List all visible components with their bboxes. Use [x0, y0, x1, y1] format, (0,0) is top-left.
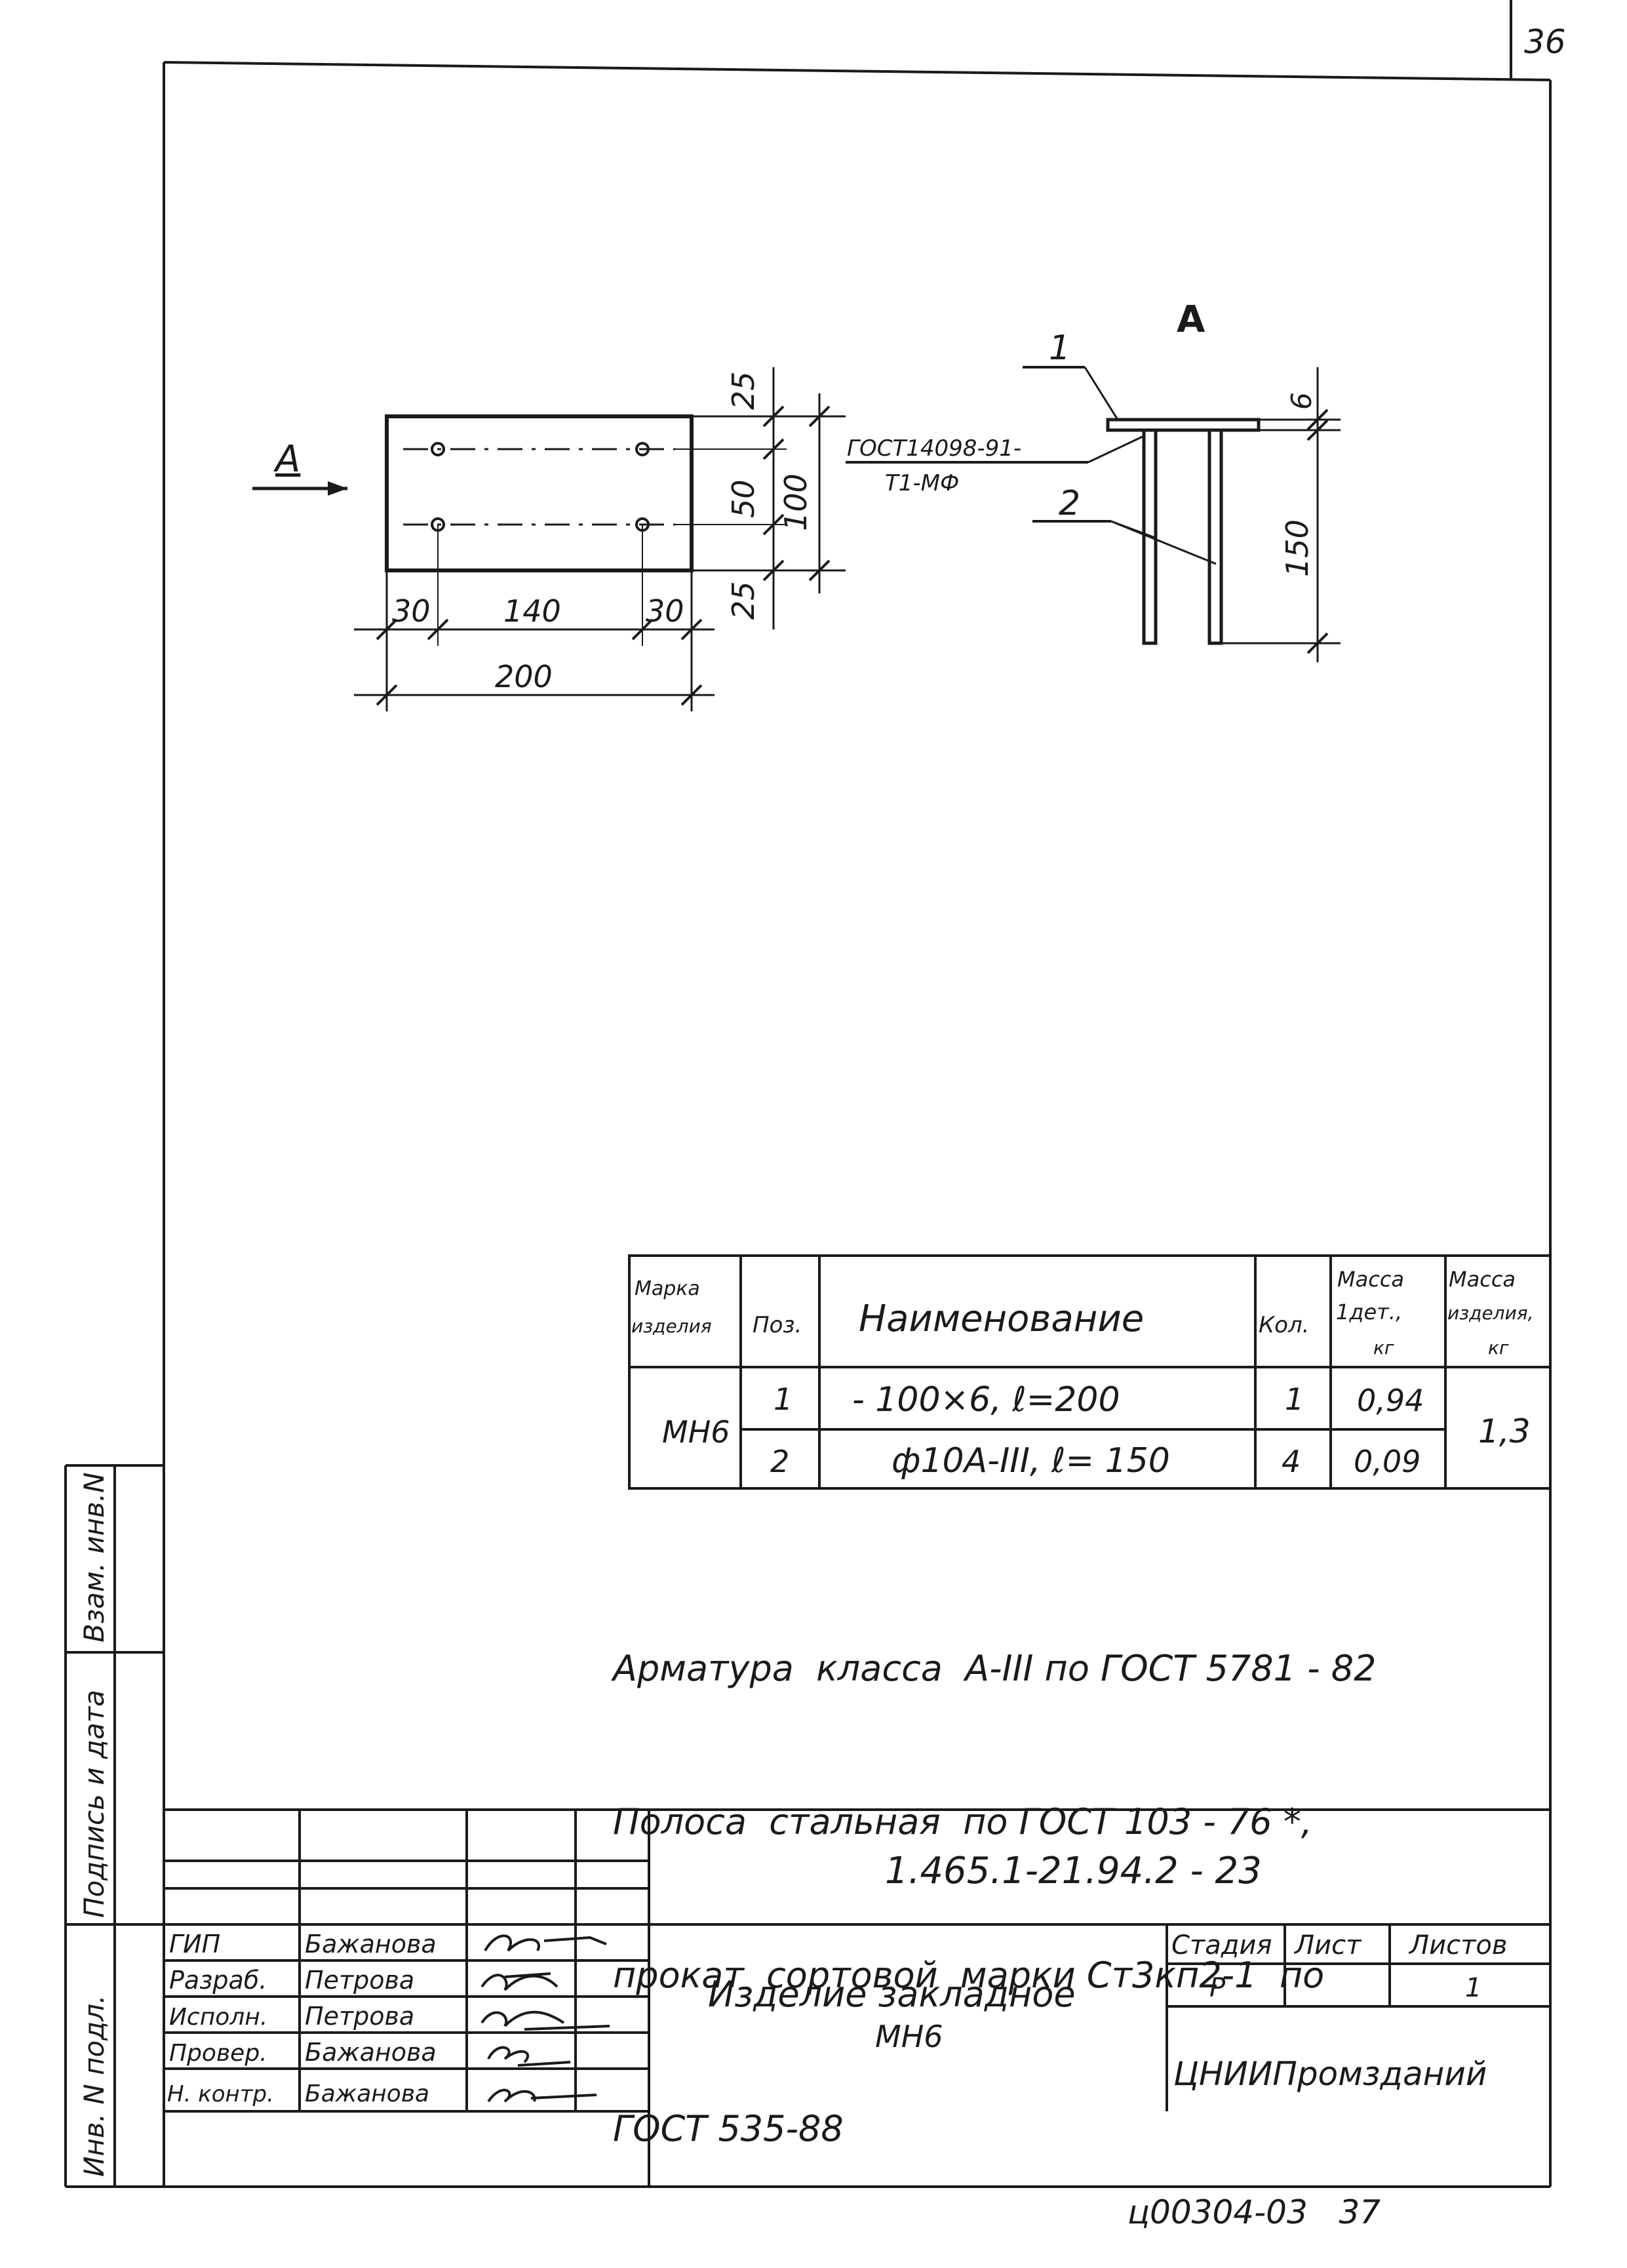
- dim-thickness: 6: [1285, 392, 1318, 410]
- th-mass-item-3: кг: [1488, 1337, 1509, 1359]
- dim-right-margin: 30: [646, 593, 684, 629]
- th-pos: Поз.: [753, 1312, 802, 1338]
- dim-bar-length: 150: [1280, 519, 1315, 577]
- name-ispoln: Петрова: [305, 2002, 414, 2031]
- cell-item-mass: 1,3: [1478, 1412, 1531, 1450]
- dim-width: 200: [495, 659, 553, 694]
- note-line-1: Арматура класса А-III по ГОСТ 5781 - 82: [613, 1648, 1377, 1689]
- doc-code: 1.465.1-21.94.2 - 23: [885, 1850, 1262, 1892]
- section-arrow-label: А: [275, 438, 301, 481]
- th-mass-part-3: кг: [1373, 1337, 1394, 1359]
- sheet-label: Лист: [1293, 1930, 1362, 1960]
- title-line-1: Изделие закладное: [708, 1974, 1076, 2015]
- role-prover: Провер.: [169, 2040, 267, 2067]
- sheets-label: Листов: [1408, 1930, 1507, 1960]
- note-line-4: ГОСТ 535-88: [613, 2108, 844, 2149]
- dim-height: 100: [778, 473, 814, 531]
- footer-archive-code: ц00304-03 37: [1127, 2193, 1381, 2231]
- dim-hole-spacing-h: 140: [503, 593, 561, 629]
- name-n-kontr: Бажанова: [305, 2080, 429, 2107]
- th-mass-item-1: Масса: [1449, 1267, 1516, 1292]
- sheet-number: 36: [1524, 23, 1566, 61]
- bar-left: [1142, 428, 1158, 645]
- side-view-pos-2: 2: [1059, 484, 1080, 523]
- th-mass-part-1: Масса: [1337, 1267, 1404, 1292]
- dim-top-margin: 25: [726, 371, 761, 410]
- row2-qty: 4: [1282, 1444, 1301, 1479]
- name-gip: Бажанова: [305, 1930, 437, 1959]
- th-mark-2: изделия: [631, 1315, 712, 1337]
- plate-edge: [1106, 418, 1261, 432]
- side-view-pos-1: 1: [1049, 328, 1070, 368]
- dim-hole-spacing-v: 50: [726, 479, 761, 518]
- dim-bottom-margin: 25: [726, 581, 761, 620]
- weld-designation-line2: Т1-МФ: [885, 470, 959, 496]
- stage-value: Р: [1209, 1973, 1226, 2003]
- row2-pos: 2: [770, 1444, 789, 1479]
- th-mark-1: Марка: [635, 1277, 700, 1300]
- stamp-inv-podl: Инв. N подл.: [78, 1995, 110, 2178]
- th-qty: Кол.: [1259, 1312, 1309, 1338]
- note-line-2: Полоса стальная по ГОСТ 103 - 76 *,: [613, 1801, 1312, 1842]
- role-n-kontr: Н. контр.: [167, 2081, 274, 2107]
- row1-mass: 0,94: [1357, 1383, 1424, 1418]
- row2-mass: 0,09: [1354, 1444, 1421, 1479]
- row1-qty: 1: [1285, 1382, 1304, 1417]
- signatures: [480, 1934, 610, 2103]
- stage-label: Стадия: [1171, 1930, 1272, 1960]
- row2-name: ф10А-III, ℓ= 150: [892, 1441, 1170, 1481]
- sheets-value: 1: [1465, 1973, 1481, 2003]
- role-ispoln: Исполн.: [169, 2004, 267, 2031]
- role-gip: ГИП: [169, 1930, 220, 1959]
- role-razrab: Разраб.: [169, 1966, 267, 1995]
- stamp-vzam-inv: Взам. инв.N: [78, 1472, 110, 1642]
- notes-block: Арматура класса А-III по ГОСТ 5781 - 82 …: [613, 1541, 1376, 2206]
- note-line-3: прокат сортовой марки Ст3кп2-1 по: [613, 1955, 1325, 1996]
- name-prover: Бажанова: [305, 2038, 437, 2067]
- row1-name: - 100×6, ℓ=200: [852, 1380, 1120, 1420]
- th-mass-part-2: 1дет.,: [1336, 1300, 1402, 1324]
- view-label: А: [1177, 298, 1206, 341]
- title-line-2: МН6: [875, 2019, 943, 2054]
- stamp-podpis-data: Подпись и дата: [78, 1690, 110, 1918]
- organization: ЦНИИПромзданий: [1173, 2055, 1487, 2093]
- weld-designation-line1: ГОСТ14098-91-: [847, 435, 1021, 462]
- cell-mark: МН6: [662, 1414, 730, 1450]
- plate-outline: [385, 414, 694, 572]
- th-mass-item-2: изделия,: [1447, 1302, 1534, 1324]
- th-name: Наименование: [859, 1298, 1144, 1340]
- dim-left-margin: 30: [392, 593, 431, 629]
- bar-right: [1207, 428, 1223, 645]
- row1-pos: 1: [774, 1382, 793, 1417]
- name-razrab: Петрова: [305, 1966, 414, 1995]
